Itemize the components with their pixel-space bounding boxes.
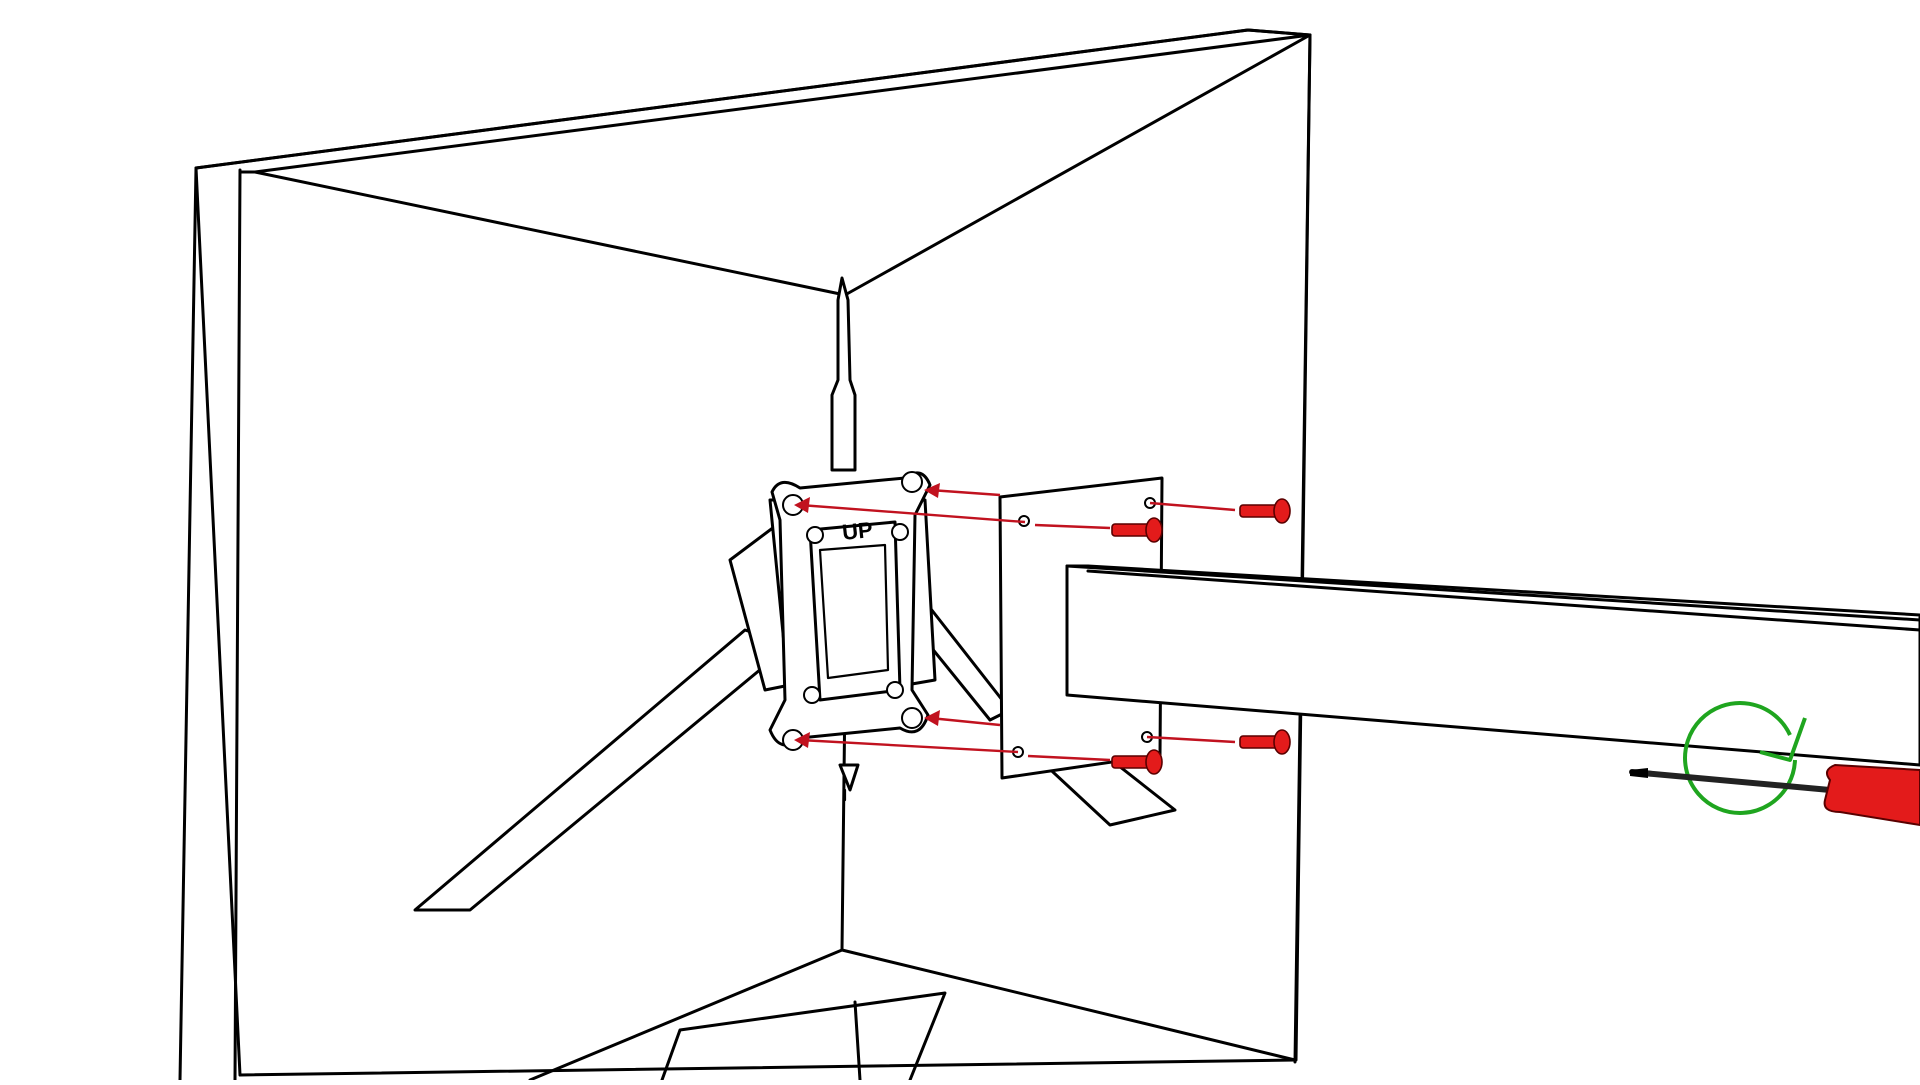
down-arrow-marker [838, 763, 860, 792]
direction-arrow-icon [794, 732, 810, 748]
vent-cutout [660, 991, 947, 1082]
vesa-mount: UP [728, 471, 937, 751]
monitor-bevel-left [233, 168, 242, 1082]
lower-left-leg [413, 628, 792, 912]
screws [1111, 498, 1291, 775]
monitor-top-edge [194, 28, 1312, 170]
panel-lower-face [528, 948, 1297, 1082]
direction-arrow-icon [924, 710, 940, 726]
monitor-left-edge [178, 166, 198, 1082]
monitor-right-edge [1293, 33, 1312, 1064]
neck-pointer [830, 276, 857, 472]
screw-icon [1111, 749, 1163, 775]
monitor-bevel-top [253, 33, 1312, 174]
bracket-hole-br [901, 707, 923, 729]
up-label: UP [841, 517, 874, 545]
clockwise-rotate-icon [1683, 701, 1807, 815]
stand-neck [413, 276, 1177, 912]
screw-icon [1239, 498, 1291, 524]
guide-arrows [794, 483, 1236, 762]
screwdriver-icon [1629, 763, 1920, 827]
screw-icon [1111, 517, 1163, 543]
direction-arrow-icon [794, 497, 810, 513]
adapter-inner-opening [818, 543, 890, 680]
direction-arrow-icon [924, 483, 940, 498]
bracket-hole-tr [901, 471, 923, 493]
screw-icon [1239, 729, 1291, 755]
